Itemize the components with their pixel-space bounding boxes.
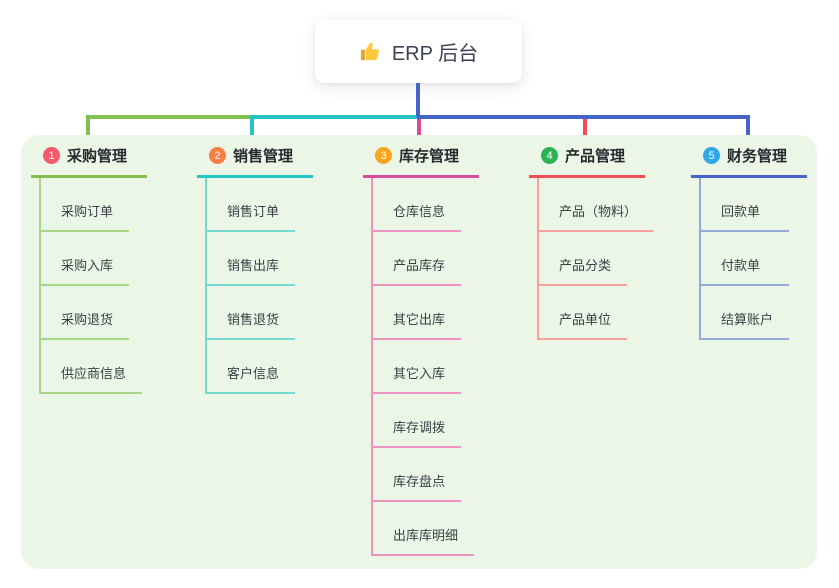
branch-column: 1 采购管理 采购订单采购入库采购退货供应商信息: [31, 145, 148, 394]
child-node[interactable]: 库存盘点: [373, 448, 462, 502]
root-title: ERP 后台: [391, 43, 479, 65]
branch-header[interactable]: 1 采购管理: [31, 145, 148, 178]
branch-label: 采购管理: [67, 148, 128, 165]
child-node[interactable]: 采购订单: [41, 178, 130, 232]
child-node[interactable]: 其它出库: [373, 286, 462, 340]
branch-children: 仓库信息产品库存其它出库其它入库库存调拨库存盘点出库库明细: [371, 178, 475, 556]
branch-label: 产品管理: [565, 148, 626, 165]
connector-horizontal-branch2: [252, 115, 419, 119]
branch-number-badge: 3: [375, 147, 392, 164]
child-node[interactable]: 仓库信息: [373, 178, 462, 232]
branch-children: 采购订单采购入库采购退货供应商信息: [39, 178, 143, 394]
branch-children: 回款单付款单结算账户: [699, 178, 790, 340]
child-node[interactable]: 销售订单: [207, 178, 296, 232]
child-node[interactable]: 客户信息: [207, 340, 296, 394]
child-node[interactable]: 库存调拨: [373, 394, 462, 448]
connector-drop-branch2: [250, 115, 254, 148]
branch-number-badge: 4: [541, 147, 558, 164]
branch-number-badge: 2: [209, 147, 226, 164]
child-node[interactable]: 其它入库: [373, 340, 462, 394]
connector-horizontal-branch1: [86, 115, 252, 119]
child-node[interactable]: 产品（物料）: [539, 178, 654, 232]
branch-label: 销售管理: [233, 148, 294, 165]
branch-header[interactable]: 5 财务管理: [691, 145, 808, 178]
child-node[interactable]: 销售退货: [207, 286, 296, 340]
connector-drop-branch5: [746, 115, 750, 148]
branch-header[interactable]: 2 销售管理: [197, 145, 314, 178]
branch-children: 销售订单销售出库销售退货客户信息: [205, 178, 296, 394]
child-node[interactable]: 回款单: [701, 178, 789, 232]
branch-label: 库存管理: [399, 148, 460, 165]
child-node[interactable]: 结算账户: [701, 286, 790, 340]
root-node[interactable]: ERP 后台: [315, 20, 522, 83]
branch-number-badge: 5: [703, 147, 720, 164]
connector-drop-branch3: [417, 119, 421, 148]
child-node[interactable]: 采购退货: [41, 286, 130, 340]
child-node[interactable]: 销售出库: [207, 232, 296, 286]
branch-header[interactable]: 4 产品管理: [529, 145, 646, 178]
child-node[interactable]: 产品库存: [373, 232, 462, 286]
child-node[interactable]: 产品单位: [539, 286, 628, 340]
branch-column: 4 产品管理 产品（物料）产品分类产品单位: [529, 145, 654, 340]
child-node[interactable]: 付款单: [701, 232, 789, 286]
branch-number-badge: 1: [43, 147, 60, 164]
branches-panel: 1 采购管理 采购订单采购入库采购退货供应商信息 2 销售管理 销售订单销售出库…: [21, 135, 817, 569]
child-node[interactable]: 产品分类: [539, 232, 628, 286]
connector-horizontal-branch5: [417, 115, 750, 119]
connector-drop-branch1: [86, 115, 90, 148]
connector-drop-branch4: [583, 119, 587, 148]
branch-column: 5 财务管理 回款单付款单结算账户: [691, 145, 808, 340]
branch-children: 产品（物料）产品分类产品单位: [537, 178, 654, 340]
branch-column: 2 销售管理 销售订单销售出库销售退货客户信息: [197, 145, 314, 394]
child-node[interactable]: 供应商信息: [41, 340, 143, 394]
child-node[interactable]: 采购入库: [41, 232, 130, 286]
branch-header[interactable]: 3 库存管理: [363, 145, 480, 178]
connector-root-stub: [416, 83, 420, 117]
branch-column: 3 库存管理 仓库信息产品库存其它出库其它入库库存调拨库存盘点出库库明细: [363, 145, 480, 556]
branch-label: 财务管理: [727, 148, 788, 165]
thumbs-up-icon: [359, 40, 382, 63]
child-node[interactable]: 出库库明细: [373, 502, 475, 556]
